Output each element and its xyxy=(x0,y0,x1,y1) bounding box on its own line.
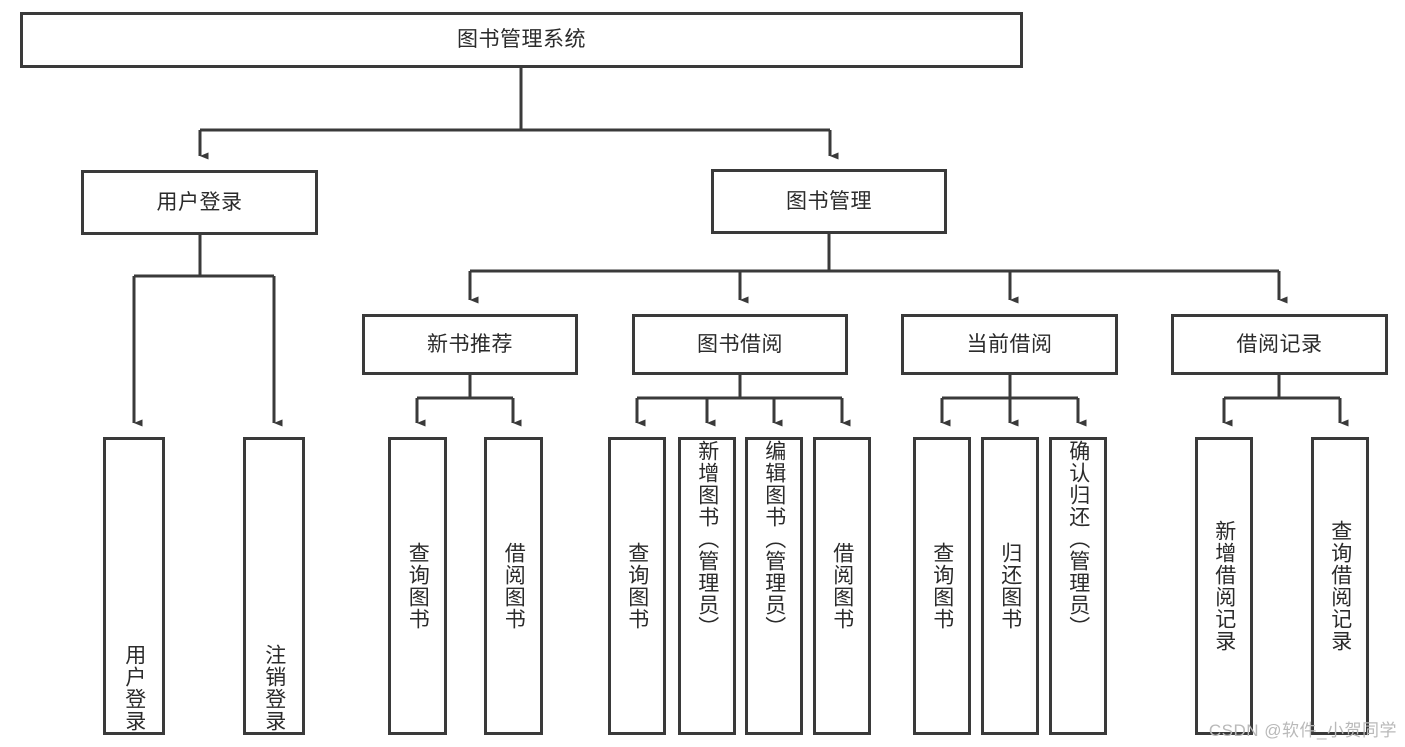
leaf-node-borrow-book-rec[interactable]: 借阅图书 xyxy=(484,437,543,735)
leaf-node-user-login-label: 用户登录 xyxy=(122,644,146,732)
leaf-node-user-login[interactable]: 用户登录 xyxy=(103,437,165,735)
leaf-node-add-record-label: 新增借阅记录 xyxy=(1212,520,1236,652)
node-book-borrow[interactable]: 图书借阅 xyxy=(632,314,848,375)
leaf-node-query-book-cur[interactable]: 查询图书 xyxy=(913,437,971,735)
leaf-node-confirm-return[interactable]: 确认归还（管理员） xyxy=(1049,437,1107,735)
node-user-login-label: 用户登录 xyxy=(156,190,243,214)
leaf-node-borrow-book[interactable]: 借阅图书 xyxy=(813,437,871,735)
leaf-node-query-book-label: 查询图书 xyxy=(625,542,649,630)
leaf-node-query-record[interactable]: 查询借阅记录 xyxy=(1311,437,1369,735)
node-root[interactable]: 图书管理系统 xyxy=(20,12,1023,68)
leaf-node-return-book-label: 归还图书 xyxy=(998,542,1022,630)
node-current-borrow[interactable]: 当前借阅 xyxy=(901,314,1118,375)
leaf-node-query-book-cur-label: 查询图书 xyxy=(930,542,954,630)
leaf-node-query-book-rec[interactable]: 查询图书 xyxy=(388,437,447,735)
leaf-node-query-book-rec-label: 查询图书 xyxy=(406,542,430,630)
node-user-login[interactable]: 用户登录 xyxy=(81,170,318,235)
leaf-node-edit-book-label: 编辑图书（管理员） xyxy=(762,440,786,638)
node-book-manage-label: 图书管理 xyxy=(786,189,872,213)
leaf-node-edit-book[interactable]: 编辑图书（管理员） xyxy=(745,437,803,735)
leaf-node-user-logout-label: 注销登录 xyxy=(262,644,286,732)
leaf-node-borrow-book-rec-label: 借阅图书 xyxy=(502,542,526,630)
leaf-node-add-book[interactable]: 新增图书（管理员） xyxy=(678,437,736,735)
node-book-manage[interactable]: 图书管理 xyxy=(711,169,947,234)
leaf-node-confirm-return-label: 确认归还（管理员） xyxy=(1066,440,1090,638)
node-new-book-rec-label: 新书推荐 xyxy=(427,332,513,356)
node-borrow-record[interactable]: 借阅记录 xyxy=(1171,314,1388,375)
leaf-node-return-book[interactable]: 归还图书 xyxy=(981,437,1039,735)
leaf-node-query-book[interactable]: 查询图书 xyxy=(608,437,666,735)
node-root-label: 图书管理系统 xyxy=(457,28,586,52)
node-book-borrow-label: 图书借阅 xyxy=(697,332,783,356)
node-borrow-record-label: 借阅记录 xyxy=(1236,332,1323,356)
leaf-node-query-record-label: 查询借阅记录 xyxy=(1328,520,1352,652)
leaf-node-add-book-label: 新增图书（管理员） xyxy=(695,440,719,638)
leaf-node-add-record[interactable]: 新增借阅记录 xyxy=(1195,437,1253,735)
node-new-book-rec[interactable]: 新书推荐 xyxy=(362,314,578,375)
node-current-borrow-label: 当前借阅 xyxy=(966,332,1053,356)
leaf-node-borrow-book-label: 借阅图书 xyxy=(830,542,854,630)
leaf-node-user-logout[interactable]: 注销登录 xyxy=(243,437,305,735)
